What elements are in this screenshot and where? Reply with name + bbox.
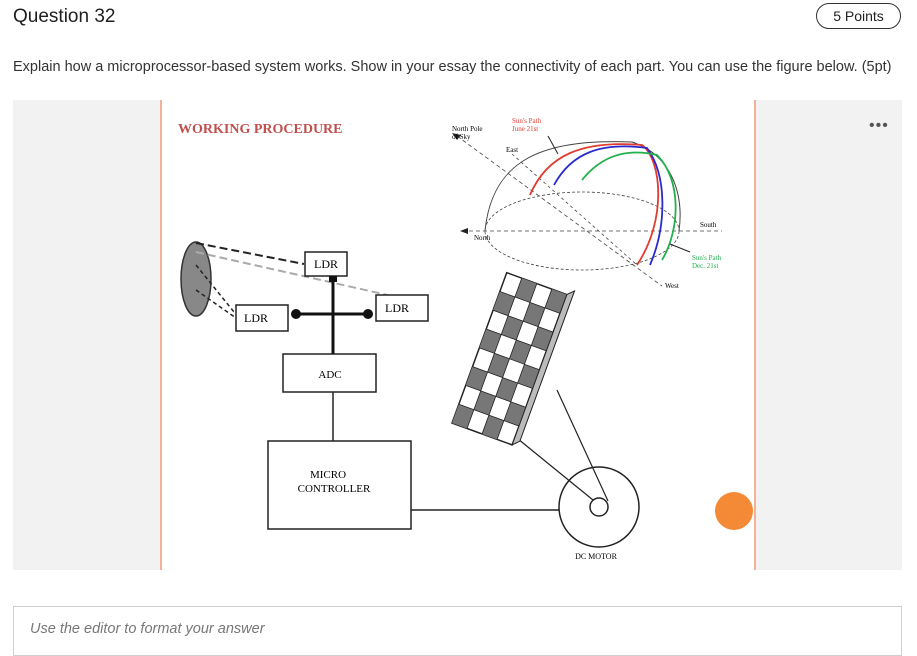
figure-container: WORKING PROCEDURE LDR LDR LDR ADC — [13, 100, 902, 570]
west-label: West — [665, 282, 679, 290]
mc-label-line2: CONTROLLER — [298, 483, 371, 495]
floating-action-button[interactable] — [715, 492, 753, 530]
ldr-left-box — [235, 304, 289, 332]
adc-box — [282, 353, 377, 393]
editor-placeholder: Use the editor to format your answer — [30, 621, 265, 637]
light-source — [180, 241, 212, 317]
figure-image: WORKING PROCEDURE LDR LDR LDR ADC — [160, 100, 756, 570]
drive-belt — [506, 429, 594, 501]
solar-panel — [451, 271, 576, 446]
light-ray — [195, 251, 393, 297]
answer-editor[interactable]: Use the editor to format your answer — [13, 606, 902, 656]
light-ray — [195, 264, 235, 313]
ldr-right-label: LDR — [385, 301, 409, 315]
solar-tracker-diagram: WORKING PROCEDURE LDR LDR LDR ADC — [178, 117, 722, 561]
ldr-top-box — [304, 251, 348, 277]
question-prompt: Explain how a microprocessor-based syste… — [13, 59, 892, 75]
question-title: Question 32 — [13, 6, 116, 27]
east-label: East — [506, 146, 518, 154]
ldr-mount — [329, 276, 337, 282]
light-ray — [195, 289, 237, 319]
south-label: South — [700, 221, 717, 229]
sensor-joint-left — [291, 309, 301, 319]
drive-belt — [556, 389, 609, 502]
sun-path-diagram: North Pole of Sky Sun's Path June 21st E… — [452, 117, 722, 290]
sun-dec-label: Sun's Path — [692, 254, 722, 262]
north-label: North — [474, 234, 491, 242]
mc-label-line1: MICRO — [310, 469, 346, 481]
sun-dec-label-2: Dec. 21st — [692, 262, 718, 270]
ldr-left-label: LDR — [244, 311, 268, 325]
sun-june-label: Sun's Path — [512, 117, 542, 125]
more-options-icon[interactable]: ••• — [869, 117, 889, 134]
adc-label: ADC — [318, 369, 341, 381]
microcontroller-box — [267, 440, 412, 530]
sun-june-label-2: June 21st — [512, 125, 538, 133]
sensor-joint-right — [363, 309, 373, 319]
points-badge: 5 Points — [816, 3, 901, 29]
motor-shaft — [589, 497, 609, 517]
north-pole-label: North Pole — [452, 125, 483, 133]
light-ray — [195, 242, 305, 265]
ldr-top-label: LDR — [314, 257, 338, 271]
figure-heading: WORKING PROCEDURE — [178, 122, 343, 137]
motor-label: DC MOTOR — [575, 552, 618, 561]
ldr-right-box — [375, 294, 429, 322]
north-pole-label-2: of Sky — [452, 133, 471, 141]
